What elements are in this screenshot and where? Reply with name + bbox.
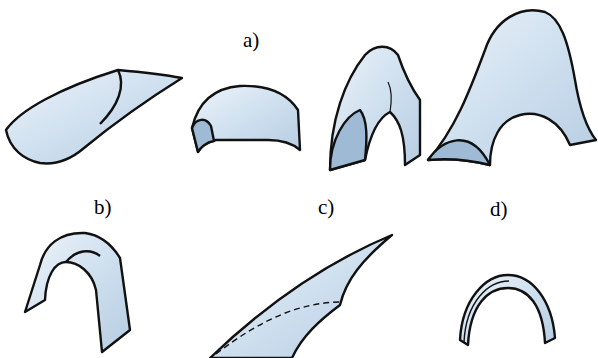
figure-label: a) (243, 30, 259, 51)
shell-edge (464, 281, 509, 342)
shell-edge (100, 70, 121, 124)
shell-edge (192, 120, 214, 152)
figure-label: b) (94, 197, 112, 218)
shell-crease (388, 82, 391, 112)
shell-edge (330, 110, 366, 170)
barrel-shell (192, 86, 300, 152)
hyperbolic-shell (210, 235, 392, 358)
tapered-shell (330, 47, 420, 170)
shell-edge (428, 140, 490, 165)
saddle-shell (6, 70, 182, 163)
figure-label: d) (490, 199, 508, 220)
dashed-edge (216, 302, 342, 354)
flared-shell (428, 10, 596, 165)
arch-shell (460, 275, 555, 345)
shell-edge (66, 251, 100, 262)
figure-label: c) (318, 197, 334, 218)
folded-shell (25, 233, 130, 352)
